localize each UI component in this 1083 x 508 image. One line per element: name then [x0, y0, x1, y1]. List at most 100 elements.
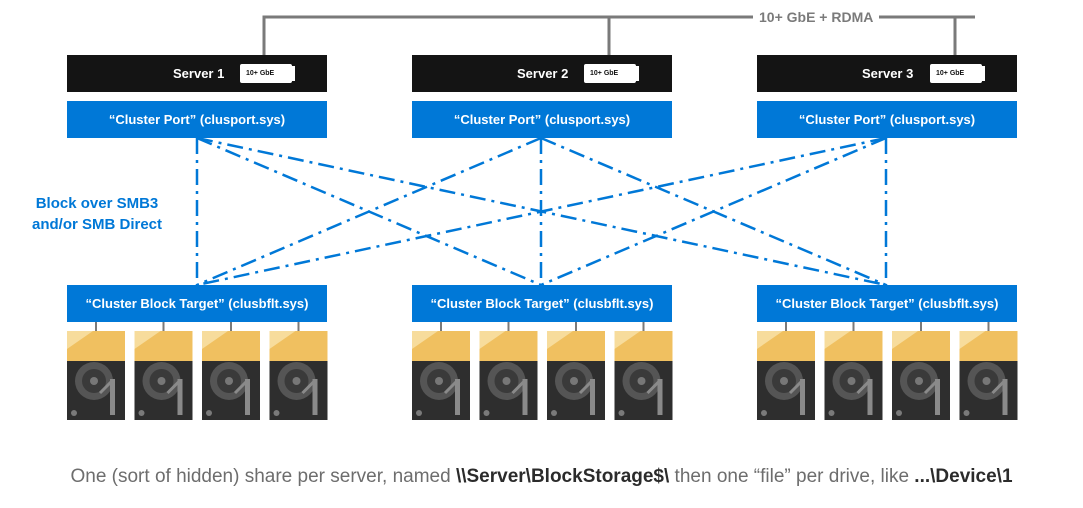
server-1-nic-card: 10+ GbE	[240, 64, 295, 83]
drive-top-shine	[67, 331, 93, 349]
hard-drive-icon	[757, 322, 815, 420]
drive-screw	[206, 410, 212, 416]
server-3-nic-card: 10+ GbE	[930, 64, 985, 83]
drive-screw	[138, 410, 145, 416]
drive-spindle	[847, 377, 856, 385]
drive-arm-head	[98, 379, 114, 395]
drive-arm	[867, 379, 873, 415]
drive-top-shine	[202, 331, 228, 349]
drive-spindle	[637, 377, 646, 385]
drive-top-shine	[959, 331, 986, 349]
drive-arm-head	[788, 379, 804, 395]
server-1-block-target[interactable]: “Cluster Block Target” (clusbflt.sys)	[67, 285, 327, 322]
drive-arm-head	[856, 379, 871, 395]
drive-arm	[455, 379, 460, 415]
server-2-cluster-port[interactable]: “Cluster Port” (clusport.sys)	[412, 101, 672, 138]
drive-arm-head	[991, 379, 1006, 395]
drive-arm	[657, 379, 663, 415]
drive-spindle	[292, 377, 301, 385]
drive-arm	[522, 379, 528, 415]
hard-drive-icon	[67, 322, 125, 420]
hard-drive-icon	[824, 322, 883, 420]
drive-arm	[935, 379, 940, 415]
drive-arm	[1002, 379, 1008, 415]
hard-drive-icon	[134, 322, 193, 420]
drive-top-shine	[134, 331, 161, 349]
drive-arm	[177, 379, 183, 415]
drive-screw	[828, 410, 835, 416]
drive-top-shine	[412, 331, 438, 349]
drive-arm	[312, 379, 318, 415]
server-3-name: Server 3	[862, 66, 914, 81]
drive-spindle	[780, 377, 788, 385]
drive-screw	[618, 410, 625, 416]
drive-top-shine	[757, 331, 783, 349]
drive-spindle	[157, 377, 166, 385]
drive-top-shine	[547, 331, 573, 349]
drive-spindle	[225, 377, 233, 385]
drive-arm	[590, 379, 595, 415]
connection-port2-target1	[196, 136, 542, 287]
hard-drive-icon	[202, 322, 260, 420]
drive-screw	[761, 410, 767, 416]
network-link	[262, 15, 975, 62]
caption-text-1: One (sort of hidden) share per server, n…	[70, 466, 456, 487]
drive-top-shine	[824, 331, 851, 349]
hard-drive-icon	[269, 322, 328, 420]
hard-drive-icon	[479, 322, 538, 420]
drive-screw	[483, 410, 490, 416]
hard-drive-icon	[547, 322, 605, 420]
connection-port3-target2	[540, 136, 887, 287]
drive-screw	[896, 410, 902, 416]
server-1-name: Server 1	[173, 66, 225, 81]
server-2[interactable]: Server 2 10+ GbE	[412, 55, 672, 92]
transport-note: Block over SMB3 and/or SMB Direct	[22, 193, 172, 235]
drive-group	[67, 322, 1018, 420]
diagram-caption: One (sort of hidden) share per server, n…	[0, 466, 1083, 488]
drive-top-shine	[269, 331, 296, 349]
server-3-block-target[interactable]: “Cluster Block Target” (clusbflt.sys)	[757, 285, 1017, 322]
server-1[interactable]: Server 1 10+ GbE	[67, 55, 327, 92]
drive-arm-head	[923, 379, 939, 395]
drive-arm-head	[511, 379, 526, 395]
drive-spindle	[982, 377, 991, 385]
drive-screw	[71, 410, 77, 416]
server-3-cluster-port[interactable]: “Cluster Port” (clusport.sys)	[757, 101, 1017, 138]
drive-screw	[551, 410, 557, 416]
server-2-nic-card: 10+ GbE	[584, 64, 639, 83]
connection-port3-target1	[196, 136, 887, 287]
drive-screw	[416, 410, 422, 416]
drive-arm	[110, 379, 115, 415]
caption-text-2: then one “file” per drive, like	[669, 466, 915, 487]
drive-top-shine	[614, 331, 641, 349]
drive-arm-head	[301, 379, 316, 395]
hard-drive-icon	[412, 322, 470, 420]
drive-arm	[245, 379, 250, 415]
drive-spindle	[502, 377, 511, 385]
drive-top-shine	[892, 331, 918, 349]
drive-arm	[800, 379, 805, 415]
hard-drive-icon	[959, 322, 1018, 420]
network-link-label: 10+ GbE + RDMA	[753, 9, 880, 25]
drive-spindle	[435, 377, 443, 385]
block-connections	[195, 136, 888, 287]
drive-screw	[273, 410, 280, 416]
server-2-block-target[interactable]: “Cluster Block Target” (clusbflt.sys)	[412, 285, 672, 322]
drive-top-shine	[479, 331, 506, 349]
drive-arm-head	[166, 379, 181, 395]
drive-arm-head	[233, 379, 249, 395]
transport-note-line2: and/or SMB Direct	[31, 216, 163, 233]
server-2-name: Server 2	[517, 66, 569, 81]
drive-arm-head	[578, 379, 594, 395]
drive-arm-head	[646, 379, 661, 395]
drive-arm-head	[443, 379, 459, 395]
caption-share-path: \\Server\BlockStorage$\	[455, 466, 670, 487]
caption-device-path: ...\Device\1	[914, 466, 1013, 487]
drive-spindle	[90, 377, 98, 385]
drive-screw	[963, 410, 970, 416]
server-3[interactable]: Server 3 10+ GbE	[757, 55, 1017, 92]
drive-spindle	[570, 377, 578, 385]
server-1-cluster-port[interactable]: “Cluster Port” (clusport.sys)	[67, 101, 327, 138]
transport-note-line1: Block over SMB3	[35, 195, 159, 212]
